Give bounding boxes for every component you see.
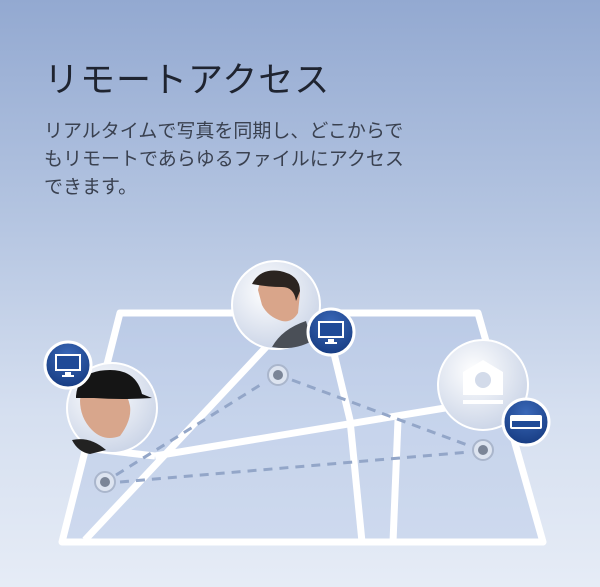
monitor-badge bbox=[43, 340, 93, 390]
feature-description: リアルタイムで写真を同期し、どこからでもリモートであらゆるファイルにアクセスでき… bbox=[44, 120, 404, 198]
monitor-icon bbox=[318, 321, 344, 344]
location-dot bbox=[267, 364, 289, 386]
map bbox=[58, 309, 547, 546]
connection-lines bbox=[115, 378, 471, 484]
server-device-icon bbox=[510, 415, 542, 429]
page-title: リモートアクセス bbox=[44, 61, 331, 101]
location-dot bbox=[472, 439, 494, 461]
location-dot bbox=[94, 471, 116, 493]
device-badge bbox=[501, 397, 551, 447]
nas-icon bbox=[463, 360, 503, 404]
monitor-icon bbox=[55, 354, 81, 377]
monitor-badge bbox=[306, 307, 356, 357]
user-avatar bbox=[66, 362, 158, 454]
nas-avatar bbox=[437, 339, 529, 431]
user-avatar bbox=[231, 260, 321, 350]
